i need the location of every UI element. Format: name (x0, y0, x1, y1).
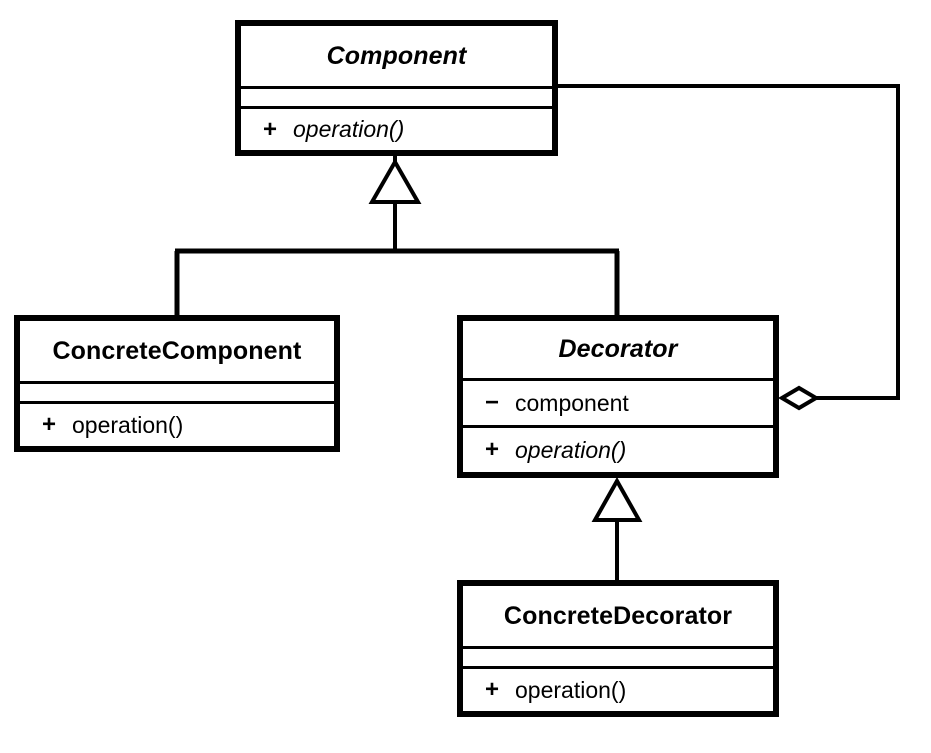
operation-label: operation() (515, 436, 627, 463)
visibility-marker: + (263, 115, 278, 143)
operations-compartment-decorator: + operation() (463, 425, 773, 472)
class-name-concretecomponent: ConcreteComponent (52, 336, 302, 365)
attributes-compartment-component (241, 86, 552, 106)
operation-label: operation() (293, 116, 405, 142)
operation-label: operation() (515, 676, 627, 703)
operations-compartment-concretedecorator: + operation() (463, 666, 773, 711)
visibility-marker: + (485, 436, 500, 463)
hollow-diamond-arrowhead (778, 385, 820, 411)
uml-class-decorator[interactable]: Decorator − component + operation() (457, 315, 779, 478)
generalization-to-component (174, 156, 620, 317)
operation-label: operation() (72, 411, 184, 438)
class-name-decorator: Decorator (558, 335, 678, 363)
attributes-compartment-concretecomponent (20, 381, 334, 401)
uml-class-concretedecorator[interactable]: ConcreteDecorator + operation() (457, 580, 779, 717)
attributes-compartment-concretedecorator (463, 646, 773, 666)
operations-compartment-component: + operation() (241, 106, 552, 150)
hollow-triangle-arrowhead (591, 476, 643, 522)
visibility-marker: + (42, 411, 57, 438)
visibility-marker: − (485, 389, 500, 416)
uml-class-component[interactable]: Component + operation() (235, 20, 558, 156)
class-name-component: Component (326, 41, 467, 70)
visibility-marker: + (485, 676, 500, 703)
attributes-compartment-decorator: − component (463, 378, 773, 425)
attribute-label: component (515, 389, 629, 416)
uml-class-concretecomponent[interactable]: ConcreteComponent + operation() (14, 315, 340, 452)
operations-compartment-concretecomponent: + operation() (20, 401, 334, 446)
generalization-concretedecorator-to-decorator (591, 476, 643, 582)
hollow-triangle-arrowhead (368, 157, 422, 204)
class-name-concretedecorator: ConcreteDecorator (503, 601, 733, 630)
